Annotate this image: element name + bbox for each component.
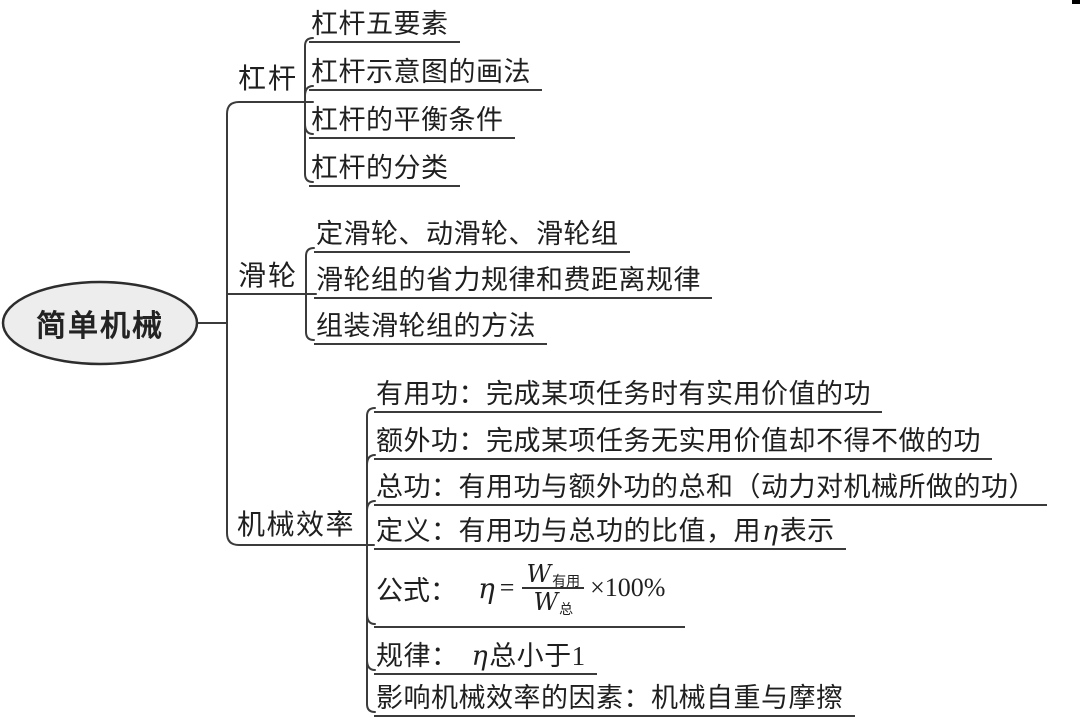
bracket-pulley <box>305 247 315 341</box>
bracket-efficiency-hook-3 <box>366 500 376 512</box>
definition-text-post: 表示 <box>779 516 835 546</box>
definition-text-pre: 定义：有用功与总功的比值，用 <box>376 516 761 546</box>
leaf-lever-types: 杠杆的分类 <box>309 149 460 187</box>
branch-pulley: 滑轮 <box>238 261 299 292</box>
edge-trunk <box>226 101 375 546</box>
equals-sign: = <box>499 573 515 602</box>
bracket-lever-hook-2 <box>304 85 314 97</box>
bracket-efficiency-hook-6 <box>366 659 376 671</box>
w-useful-subscript: 有用 <box>552 575 581 590</box>
bracket-efficiency-hook-5 <box>366 613 376 625</box>
branch-lever: 杠杆 <box>238 64 299 95</box>
eta-symbol: η <box>471 641 489 672</box>
rule-text-pre: 规律： <box>376 641 459 671</box>
bracket-efficiency <box>366 407 376 713</box>
leaf-total-work: 总功：有用功与额外功的总和（动力对机械所做的功） <box>374 468 1047 506</box>
root-ellipse <box>1 280 199 366</box>
leaf-extra-work: 额外功：完成某项任务无实用价值却不得不做的功 <box>374 422 992 460</box>
leaf-lever-elements: 杠杆五要素 <box>309 5 460 43</box>
rule-text-post: 总小于1 <box>489 641 586 671</box>
leaf-useful-work: 有用功：完成某项任务时有实用价值的功 <box>374 375 882 413</box>
w-total-subscript: 总 <box>559 603 574 618</box>
leaf-pulley-kinds: 定滑轮、动滑轮、滑轮组 <box>314 215 630 253</box>
leaf-lever-balance: 杠杆的平衡条件 <box>309 101 515 139</box>
bracket-efficiency-hook-2 <box>366 454 376 466</box>
times-100-percent: ×100% <box>590 573 666 602</box>
eta-symbol: η <box>478 571 495 605</box>
leaf-pulley-rules: 滑轮组的省力规律和费距离规律 <box>314 261 712 299</box>
scan-artifact <box>1072 0 1080 4</box>
leaf-pulley-assembly: 组装滑轮组的方法 <box>314 307 547 345</box>
root-node: 简单机械 <box>36 310 164 343</box>
eta-symbol: η <box>762 516 779 547</box>
bracket-lever <box>304 37 314 183</box>
formula-prefix: 公式： <box>376 575 457 606</box>
fraction-bar <box>522 587 585 589</box>
leaf-lever-diagram: 杠杆示意图的画法 <box>309 53 542 91</box>
branch-efficiency: 机械效率 <box>237 510 356 541</box>
leaf-factors: 影响机械效率的因素：机械自重与摩擦 <box>374 679 855 717</box>
bracket-lever-hook-3 <box>304 123 314 135</box>
w-useful: W <box>526 560 552 588</box>
w-total: W <box>533 588 559 616</box>
